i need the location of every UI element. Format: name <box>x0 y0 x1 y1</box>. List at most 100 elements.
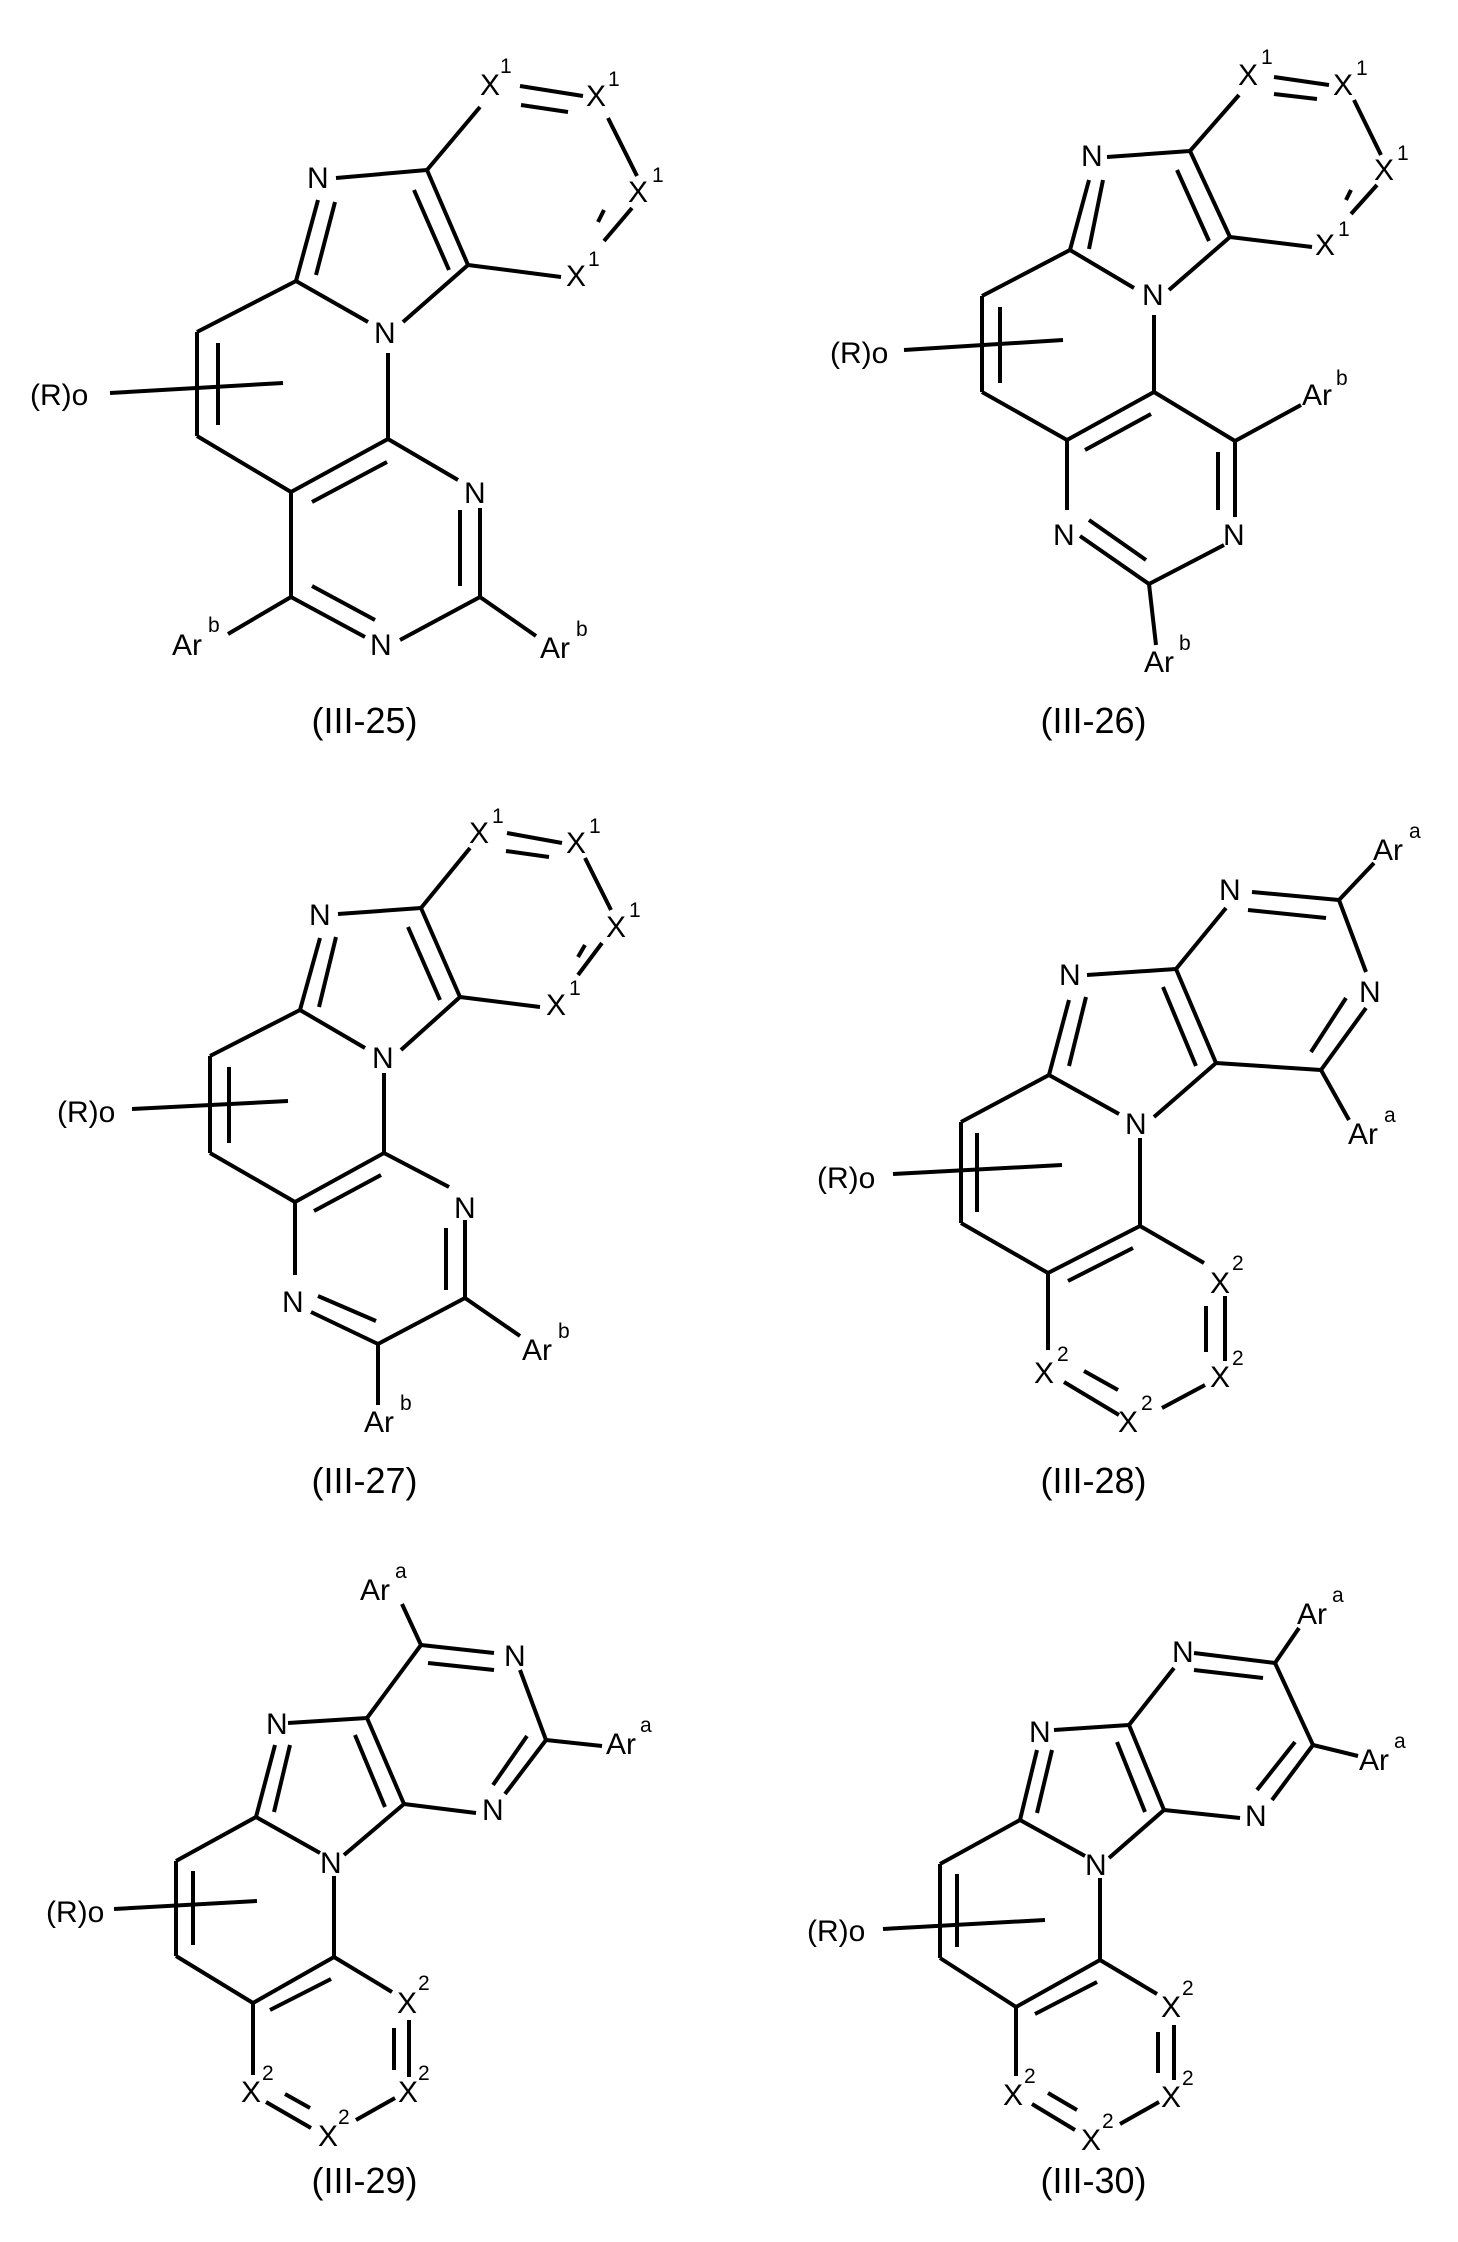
ring-atom-label: X <box>586 80 606 113</box>
atom-label: N <box>464 477 486 510</box>
structure-caption: (III-27) <box>311 1460 418 1501</box>
ring-atom-label: X <box>566 260 586 293</box>
structure-caption: (III-29) <box>311 2160 418 2201</box>
structure-III-26: N N N N X 1 X 1 X 1 X 1 (R)o Ar b Ar b (… <box>729 0 1458 760</box>
structure-III-25: N N N N X 1 X 1 X 1 X 1 (R)o Ar b Ar b (… <box>0 0 729 760</box>
ring-atom-label: X <box>628 176 648 209</box>
structure-caption: (III-30) <box>1040 2160 1147 2201</box>
chemical-structure-drawing: N N N N Ar a Ar a (R)o X 2 X 2 X 2 X 2 <box>817 820 1421 1439</box>
superscript: 1 <box>652 164 664 187</box>
aryl-label: Ar <box>1144 646 1174 679</box>
ring-atom-label: X <box>480 69 500 102</box>
superscript: a <box>1394 1730 1406 1753</box>
atom-label: N <box>482 1794 504 1827</box>
superscript: a <box>1409 820 1421 843</box>
atom-label: N <box>1245 1800 1267 1833</box>
ring-atom-label: X <box>1161 2081 1181 2114</box>
atom-label: N <box>1172 1636 1194 1669</box>
ring-atom-label: X <box>318 2120 338 2153</box>
atom-label: N <box>1053 519 1075 552</box>
atom-label: N <box>1059 959 1081 992</box>
superscript: 2 <box>1102 2110 1114 2133</box>
aryl-label: Ar <box>606 1728 636 1761</box>
aryl-label: Ar <box>522 1334 552 1367</box>
superscript: b <box>1336 367 1348 390</box>
atom-label: N <box>372 1042 394 1075</box>
superscript: 2 <box>418 2062 430 2085</box>
ring-atom-label: X <box>1003 2079 1023 2112</box>
superscript: 2 <box>1057 1343 1069 1366</box>
ring-atom-label: X <box>1315 229 1335 262</box>
structure-caption: (III-25) <box>311 700 418 741</box>
substituent-label: (R)o <box>30 379 88 412</box>
superscript: a <box>1332 1584 1344 1607</box>
superscript: b <box>1179 632 1191 655</box>
aryl-label: Ar <box>360 1574 390 1607</box>
atom-label: N <box>266 1708 288 1741</box>
superscript: 1 <box>1338 218 1350 241</box>
aryl-label: Ar <box>1359 1744 1389 1777</box>
ring-atom-label: X <box>1210 1267 1230 1300</box>
superscript: 1 <box>588 248 600 271</box>
atom-label: N <box>320 1847 342 1880</box>
superscript: 1 <box>629 899 641 922</box>
atom-label: N <box>504 1640 526 1673</box>
ring-atom-label: X <box>606 911 626 944</box>
superscript: 2 <box>1024 2065 1036 2088</box>
superscript: b <box>576 618 588 641</box>
ring-atom-label: X <box>1081 2124 1101 2157</box>
atom-label: N <box>1081 140 1103 173</box>
substituent-label: (R)o <box>57 1096 115 1129</box>
superscript: b <box>558 1320 570 1343</box>
structure-III-28: N N N N Ar a Ar a (R)o X 2 X 2 X 2 X 2 (… <box>729 760 1458 1520</box>
aryl-label: Ar <box>364 1406 394 1439</box>
atom-label: N <box>1223 519 1245 552</box>
superscript: 1 <box>1261 46 1273 69</box>
chemical-structure-drawing: N N N N X 1 X 1 X 1 X 1 (R)o Ar b Ar b <box>30 55 664 665</box>
chemical-structure-drawing: N N N N Ar a Ar a (R)o X 2 X 2 X 2 X 2 <box>46 1560 652 2153</box>
chemical-structure-drawing: N N N N X 1 X 1 X 1 X 1 (R)o Ar b Ar b <box>830 46 1409 679</box>
superscript: 2 <box>262 2062 274 2085</box>
atom-label: N <box>307 162 329 195</box>
substituent-label: (R)o <box>46 1896 104 1929</box>
ring-atom-label: X <box>1374 154 1394 187</box>
structure-caption: (III-26) <box>1040 700 1147 741</box>
ring-atom-label: X <box>1161 1991 1181 2024</box>
atom-label: N <box>1029 1716 1051 1749</box>
superscript: 2 <box>1182 2067 1194 2090</box>
ring-atom-label: X <box>1333 69 1353 102</box>
aryl-label: Ar <box>172 629 202 662</box>
atom-label: N <box>370 629 392 662</box>
superscript: a <box>395 1560 407 1583</box>
aryl-label: Ar <box>1297 1598 1327 1631</box>
atom-label: N <box>1219 874 1241 907</box>
atom-label: N <box>1142 279 1164 312</box>
ring-atom-label: X <box>1034 1357 1054 1390</box>
ring-atom-label: X <box>566 827 586 860</box>
superscript: 2 <box>1141 1392 1153 1415</box>
aryl-label: Ar <box>540 632 570 665</box>
superscript: 1 <box>589 815 601 838</box>
atom-label: N <box>1359 976 1381 1009</box>
superscript: b <box>208 614 220 637</box>
aryl-label: Ar <box>1373 834 1403 867</box>
atom-label: N <box>1085 1849 1107 1882</box>
superscript: 2 <box>338 2106 350 2129</box>
ring-atom-label: X <box>398 2076 418 2109</box>
substituent-label: (R)o <box>807 1915 865 1948</box>
ring-atom-label: X <box>241 2076 261 2109</box>
superscript: 1 <box>608 68 620 91</box>
structure-III-29: N N N N Ar a Ar a (R)o X 2 X 2 X 2 X 2 (… <box>0 1520 729 2242</box>
aryl-label: Ar <box>1302 379 1332 412</box>
substituent-label: (R)o <box>817 1162 875 1195</box>
superscript: 2 <box>1232 1252 1244 1275</box>
atom-label: N <box>1125 1108 1147 1141</box>
atom-label: N <box>309 899 331 932</box>
ring-atom-label: X <box>469 817 489 850</box>
substituent-label: (R)o <box>830 337 888 370</box>
ring-atom-label: X <box>1118 1406 1138 1439</box>
ring-atom-label: X <box>1238 59 1258 92</box>
superscript: 1 <box>492 805 504 828</box>
superscript: 1 <box>500 55 512 78</box>
chemical-structure-drawing: N N N N X 1 X 1 X 1 X 1 (R)o Ar b Ar b <box>57 805 641 1439</box>
